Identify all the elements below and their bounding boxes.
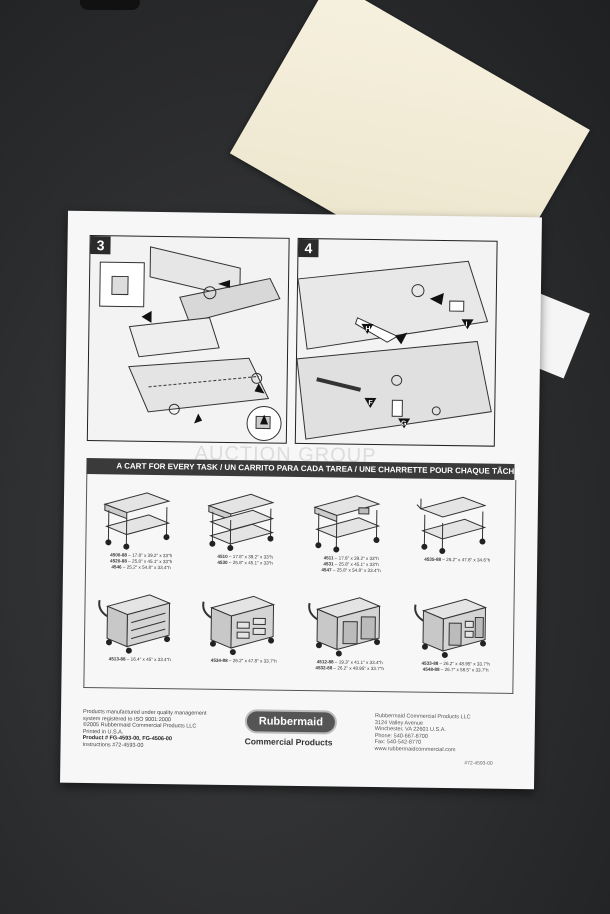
callout-g: G (401, 420, 407, 427)
website-line: www.rubbermaidcommercial.com (374, 746, 456, 754)
cart-model: 4512-88 – 19.3" x 41.1" x 33.4"h 4532-88… (305, 589, 396, 672)
logo-subtitle: Commercial Products (244, 736, 333, 748)
callout-i: I (465, 321, 467, 328)
model-line: 4546 – 25.2" x 54.8" x 33.4"h (111, 564, 171, 571)
step-4-illustration: H I F G (296, 260, 492, 440)
document-code: #72-4593-00 (464, 760, 493, 767)
model-line: 4535-88 – 26.2" x 47.8" x 34.6"h (424, 556, 491, 563)
rubbermaid-logo: Rubbermaid (244, 709, 338, 735)
callout-f: F (368, 400, 373, 407)
manufacturing-info: Products manufactured under quality mana… (83, 709, 234, 751)
instruction-sheet: 3 (60, 210, 542, 790)
cart-model: 4533-88 – 26.2" x 48.95" x 33.7"h 4548-8… (411, 591, 502, 674)
cart-illustration (414, 598, 488, 659)
model-line: 4534-88 – 26.2" x 47.8" x 33.7"h (210, 657, 277, 664)
cart-model: 4535-88 – 26.2" x 47.8" x 34.6"h (412, 487, 503, 564)
model-line: 4548-88 – 26.7" x 58.5" x 33.7"h (422, 666, 489, 673)
cart-model: 4510 – 17.8" x 39.2" x 33"h 4530 – 25.8"… (200, 484, 291, 567)
model-line: 4532-88 – 26.2" x 48.95" x 33.7"h (315, 665, 384, 672)
model-line: 4530 – 25.8" x 45.1" x 33"h (217, 559, 273, 566)
cart-model: 4513-88 – 16.4" x 45" x 33.4"h (95, 586, 186, 663)
cart-illustration (202, 595, 276, 656)
instructions-number: Instructions #72-4593-00 (82, 741, 144, 749)
cart-illustration (416, 496, 487, 554)
cart-illustration (207, 493, 275, 552)
dark-object (80, 0, 140, 10)
model-line: 4513-88 – 16.4" x 45" x 33.4"h (108, 656, 171, 663)
cart-illustration (98, 594, 172, 654)
company-address: Rubbermaid Commercial Products LLC 3124 … (374, 713, 515, 755)
cart-model: 4534-88 – 26.2" x 47.8" x 33.7"h (199, 588, 290, 665)
cart-model: 4500-88 – 17.8" x 39.2" x 33"h 4520-88 –… (96, 482, 187, 571)
cart-models-grid: 4500-88 – 17.8" x 39.2" x 33"h 4520-88 –… (83, 474, 517, 694)
callout-h: H (365, 326, 370, 333)
model-line: 4547 – 25.8" x 54.8" x 33.4"h (321, 567, 381, 574)
step-3-illustration (99, 246, 282, 441)
cart-illustration (103, 492, 171, 550)
cart-model: 4511 – 17.8" x 39.2" x 33"h 4531 – 25.8"… (306, 485, 397, 574)
step-3-panel: 3 (86, 235, 290, 444)
cart-illustration (308, 597, 382, 657)
step-4-panel: 4 (294, 237, 498, 447)
cart-illustration (313, 495, 381, 553)
